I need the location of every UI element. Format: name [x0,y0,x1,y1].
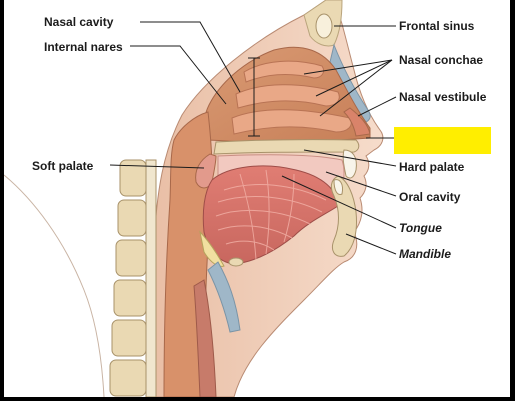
vertebral-column [109,159,157,397]
nasal-cavity-bracket [248,57,260,137]
leader-lines [109,21,397,255]
leader-internal-nares [130,45,227,105]
label-oral-cavity: Oral cavity [399,190,461,204]
tongue-muscle-fibers [215,169,327,261]
leader-conchae-1 [303,59,393,75]
leader-hard-palate [303,149,397,167]
soft-palate-shape [195,153,217,189]
nasal-vestibule-shape [343,107,371,137]
leader-oral-cavity [325,171,397,197]
leader-tongue [281,175,397,229]
mandible-bone [330,175,357,257]
superior-concha [243,60,325,83]
leader-nasal-cavity [140,21,241,93]
label-internal-nares: Internal nares [44,40,123,54]
leader-conchae-3 [319,59,393,117]
tongue-shape [202,165,339,265]
leader-nasal-vestibule [357,96,397,117]
label-nasal-cavity: Nasal cavity [44,15,114,29]
label-mandible: Mandible [399,247,452,261]
anatomy-illustration [4,0,397,397]
leader-conchae-2 [315,59,393,97]
lower-teeth [333,179,343,195]
larynx-cartilage [207,261,241,333]
hidden-label-box [394,127,491,154]
neck-back-outline [4,174,105,397]
epiglottis [199,230,225,267]
hard-palate-shape [213,139,360,155]
trachea [193,279,217,397]
label-tongue: Tongue [399,221,442,235]
label-frontal-sinus: Frontal sinus [399,19,475,33]
diagram-canvas: Nasal cavity Internal nares Soft palate … [4,0,510,397]
label-hard-palate: Hard palate [399,160,465,174]
inferior-concha [231,109,352,135]
label-nasal-vestibule: Nasal vestibule [399,90,487,104]
leader-soft-palate [109,164,205,169]
label-nasal-conchae: Nasal conchae [399,53,484,67]
label-soft-palate: Soft palate [32,159,94,173]
hyoid-bone [228,257,244,267]
frontal-sinus-shape [315,13,333,39]
leader-mandible [345,233,397,255]
